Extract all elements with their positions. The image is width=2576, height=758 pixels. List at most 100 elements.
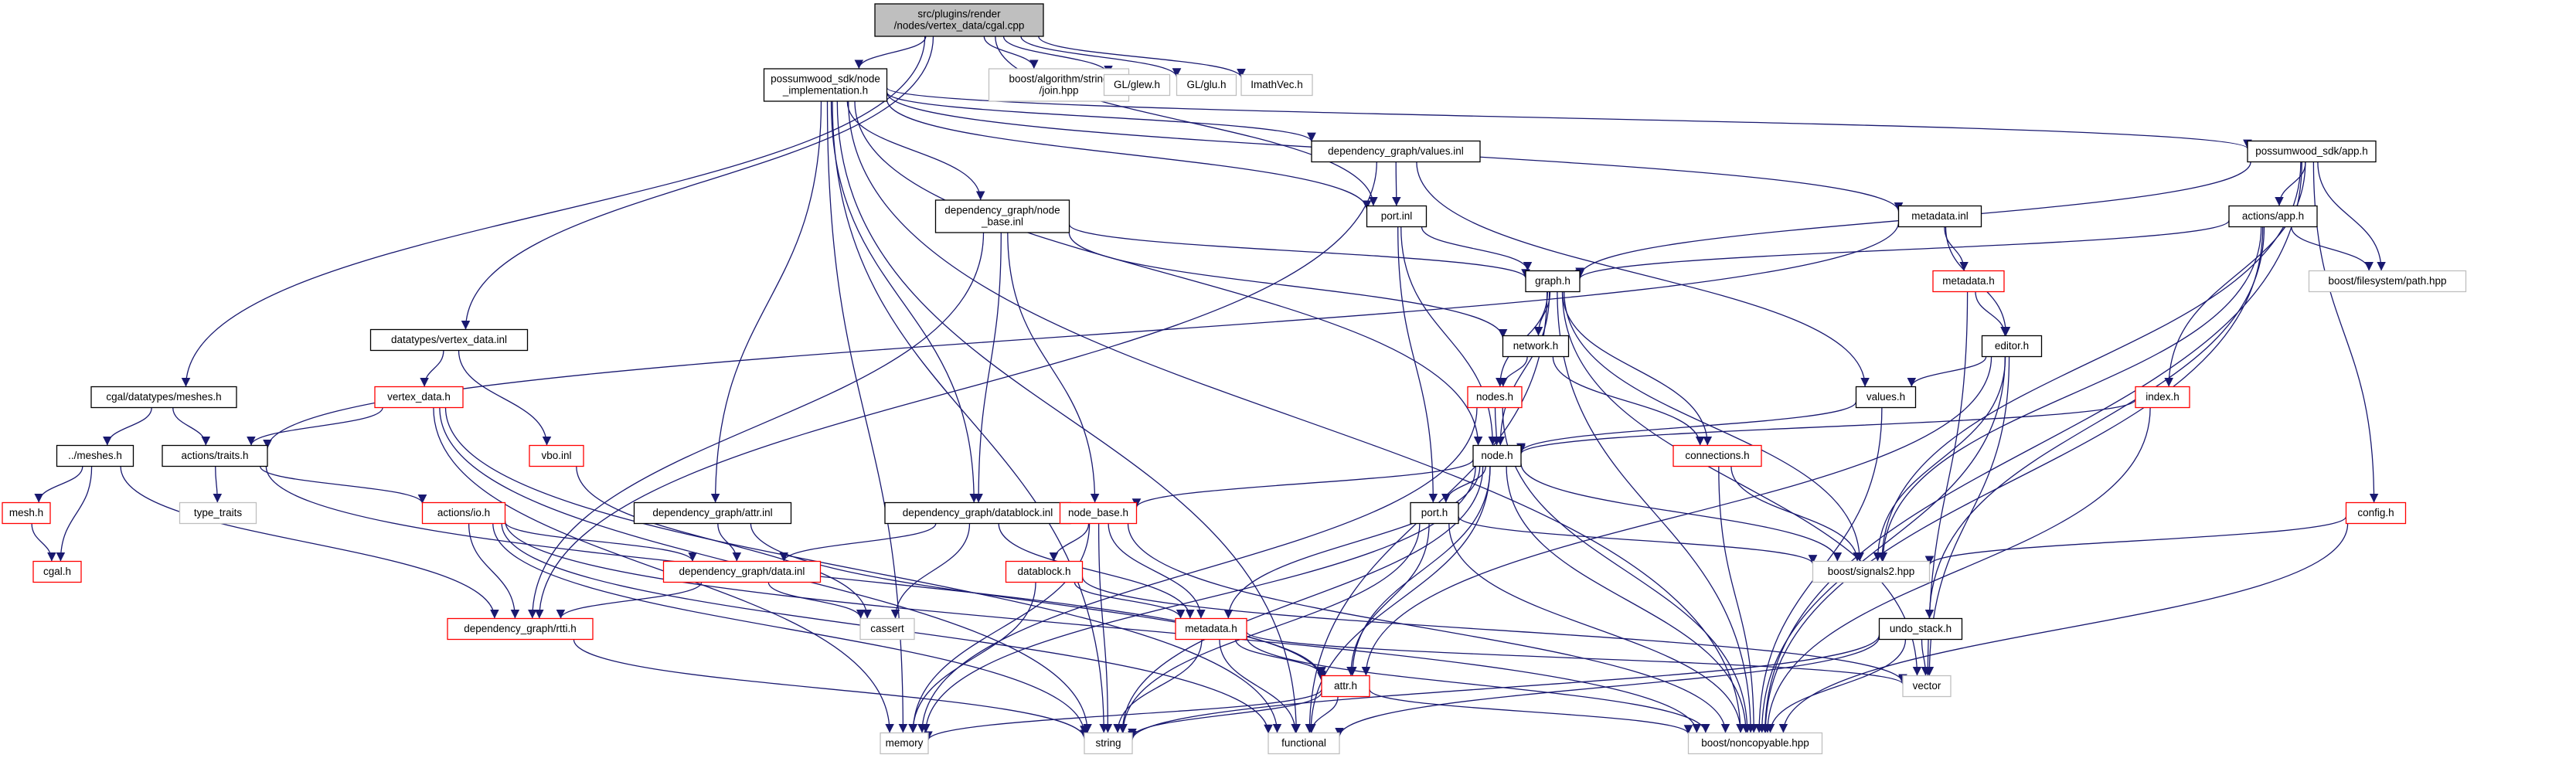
file-node-datatypes-vertex-inl[interactable]: datatypes/vertex_data.inl [369, 328, 529, 352]
node-box [162, 444, 268, 467]
file-node-connections-h[interactable]: connections.h [1673, 444, 1762, 467]
edge-dg-data-inl-to-cassert [767, 582, 866, 619]
edge-actions-traits-to-actions-io [260, 466, 427, 504]
node-label: editor.h [1995, 340, 2029, 352]
file-node-sdk-node-impl[interactable]: possumwood_sdk/node_implementation.h [763, 68, 888, 102]
node-label: dependency_graph/values.inl [1328, 145, 1464, 157]
file-node-values-h[interactable]: values.h [1855, 386, 1917, 409]
file-node-dg-rtti[interactable]: dependency_graph/rtti.h [447, 617, 594, 641]
edge-index-h-to-boost-noncopyable [1763, 407, 2151, 733]
file-node-undo-stack[interactable]: undo_stack.h [1878, 617, 1963, 641]
edge-node-base-h-to-boost-noncopyable [1127, 523, 1730, 733]
node-box [934, 199, 1070, 233]
file-node-meshes-rel[interactable]: ../meshes.h [56, 444, 134, 467]
node-box [1410, 501, 1459, 525]
file-node-vbo-inl[interactable]: vbo.inl [529, 444, 584, 467]
edge-undo-stack-to-vector [1921, 639, 1931, 676]
node-label: dependency_graph/data.inl [679, 566, 805, 577]
file-node-cgal-h[interactable]: cgal.h [32, 560, 82, 583]
edge-vbo-inl-to-cassert [576, 466, 873, 619]
edge-config-h-to-boost-noncopyable [1778, 523, 2349, 733]
file-node-actions-app[interactable]: actions/app.h [2228, 205, 2318, 228]
node-box [1855, 386, 1917, 409]
file-node-port-h[interactable]: port.h [1410, 501, 1459, 525]
edge-port-h-to-string [1118, 523, 1421, 733]
file-node-nodes-h[interactable]: nodes.h [1467, 386, 1523, 409]
file-node-cgal-meshes[interactable]: cgal/datatypes/meshes.h [90, 386, 237, 409]
file-node-datablock-h[interactable]: datablock.h [1005, 560, 1084, 583]
edge-metadata-h2-to-boost-noncopyable [1246, 636, 1710, 733]
edge-meshes-rel-to-mesh-h [34, 466, 83, 503]
file-node-dg-datablock-inl[interactable]: dependency_graph/datablock.inl [884, 501, 1071, 525]
edge-sdk-node-impl-to-dg-node-base-inl [846, 100, 985, 201]
node-label: metadata.h [1942, 275, 1995, 287]
edge-dg-datablock-inl-to-cassert [890, 523, 971, 619]
node-box [1084, 732, 1133, 755]
edge-editor-h-to-boost-signals2 [1873, 356, 2006, 562]
node-label: memory [886, 737, 924, 749]
file-node-dg-values-inl[interactable]: dependency_graph/values.inl [1311, 140, 1481, 163]
node-label: src/plugins/render [917, 8, 1001, 20]
node-label: ../meshes.h [68, 450, 122, 461]
node-box [884, 501, 1071, 525]
file-node-dg-data-inl[interactable]: dependency_graph/data.inl [662, 560, 822, 583]
file-node-boost-fs-path: boost/filesystem/path.hpp [2308, 270, 2467, 293]
edge-sdk-app-to-boost-signals2 [1877, 161, 2302, 562]
edge-attr-h-to-memory [924, 688, 1322, 741]
node-label: vector [1913, 680, 1941, 692]
node-label: cassert [870, 623, 904, 634]
edge-node-base-h-to-datablock-h [1049, 523, 1090, 562]
edge-root-to-sdk-node-impl [854, 36, 927, 70]
file-node-actions-io[interactable]: actions/io.h [421, 501, 506, 525]
edge-vertex-data-h-to-functional [444, 407, 1282, 733]
edge-undo-stack-to-boost-noncopyable [1765, 639, 1907, 733]
file-node-node-h[interactable]: node.h [1472, 444, 1522, 467]
edge-graph-h-to-vector [1561, 291, 1922, 676]
edge-nodes-h-to-memory [917, 407, 1478, 733]
file-node-config-h[interactable]: config.h [2345, 501, 2407, 525]
edge-metadata-inl-to-actions-traits [263, 222, 1900, 449]
node-label: actions/traits.h [181, 450, 248, 461]
edge-undo-stack-to-string [1128, 634, 1880, 740]
file-node-node-base-h[interactable]: node_base.h [1059, 501, 1138, 525]
edge-nodes-h-to-node-h [1492, 407, 1502, 446]
file-node-editor-h[interactable]: editor.h [1981, 335, 2043, 358]
edge-metadata-h2-to-string [1113, 639, 1203, 733]
node-box [1467, 386, 1523, 409]
edge-port-h-to-attr-h [1346, 523, 1430, 676]
node-box [1897, 205, 1982, 228]
node-box [763, 68, 888, 102]
edge-root-to-cgal-meshes [181, 36, 926, 387]
file-node-network-h[interactable]: network.h [1502, 335, 1570, 358]
node-label: node.h [1481, 450, 1513, 461]
file-node-index-h[interactable]: index.h [2135, 386, 2190, 409]
node-label: type_traits [194, 507, 243, 518]
file-node-metadata-h2[interactable]: metadata.h [1175, 617, 1247, 641]
file-node-mesh-h[interactable]: mesh.h [2, 501, 51, 525]
file-node-root[interactable]: src/plugins/render/nodes/vertex_data/cga… [874, 3, 1044, 37]
file-node-dg-node-base-inl[interactable]: dependency_graph/node_base.inl [934, 199, 1070, 233]
file-node-vertex-data-h[interactable]: vertex_data.h [374, 386, 464, 409]
edge-sdk-node-impl-to-dg-datablock-inl [830, 100, 979, 503]
file-node-actions-traits[interactable]: actions/traits.h [162, 444, 268, 467]
file-node-dg-attr-inl[interactable]: dependency_graph/attr.inl [633, 501, 792, 525]
file-node-metadata-inl[interactable]: metadata.inl [1897, 205, 1982, 228]
edge-network-h-to-connections-h [1552, 356, 1705, 446]
node-label: GL/glu.h [1186, 79, 1226, 90]
edge-sdk-node-impl-to-dg-values-inl [886, 92, 1316, 142]
edge-undo-stack-to-functional [1335, 636, 1880, 737]
edge-dg-attr-inl-to-dg-data-inl [717, 523, 742, 562]
node-box [1176, 73, 1237, 97]
file-node-metadata-h-red[interactable]: metadata.h [1932, 270, 2005, 293]
node-box [1175, 617, 1247, 641]
file-node-attr-h[interactable]: attr.h [1321, 675, 1370, 698]
node-label: functional [1281, 737, 1326, 749]
file-node-graph-h[interactable]: graph.h [1525, 270, 1581, 293]
edge-dg-values-inl-to-values-h [1416, 161, 1870, 387]
edge-index-h-to-node-h [1516, 399, 2136, 454]
edge-sdk-app-to-boost-noncopyable [1760, 161, 2302, 733]
edge-attr-h-to-functional [1307, 696, 1339, 733]
node-box [2135, 386, 2190, 409]
file-node-port-inl[interactable]: port.inl [1366, 205, 1428, 228]
file-node-sdk-app[interactable]: possumwood_sdk/app.h [2247, 140, 2377, 163]
